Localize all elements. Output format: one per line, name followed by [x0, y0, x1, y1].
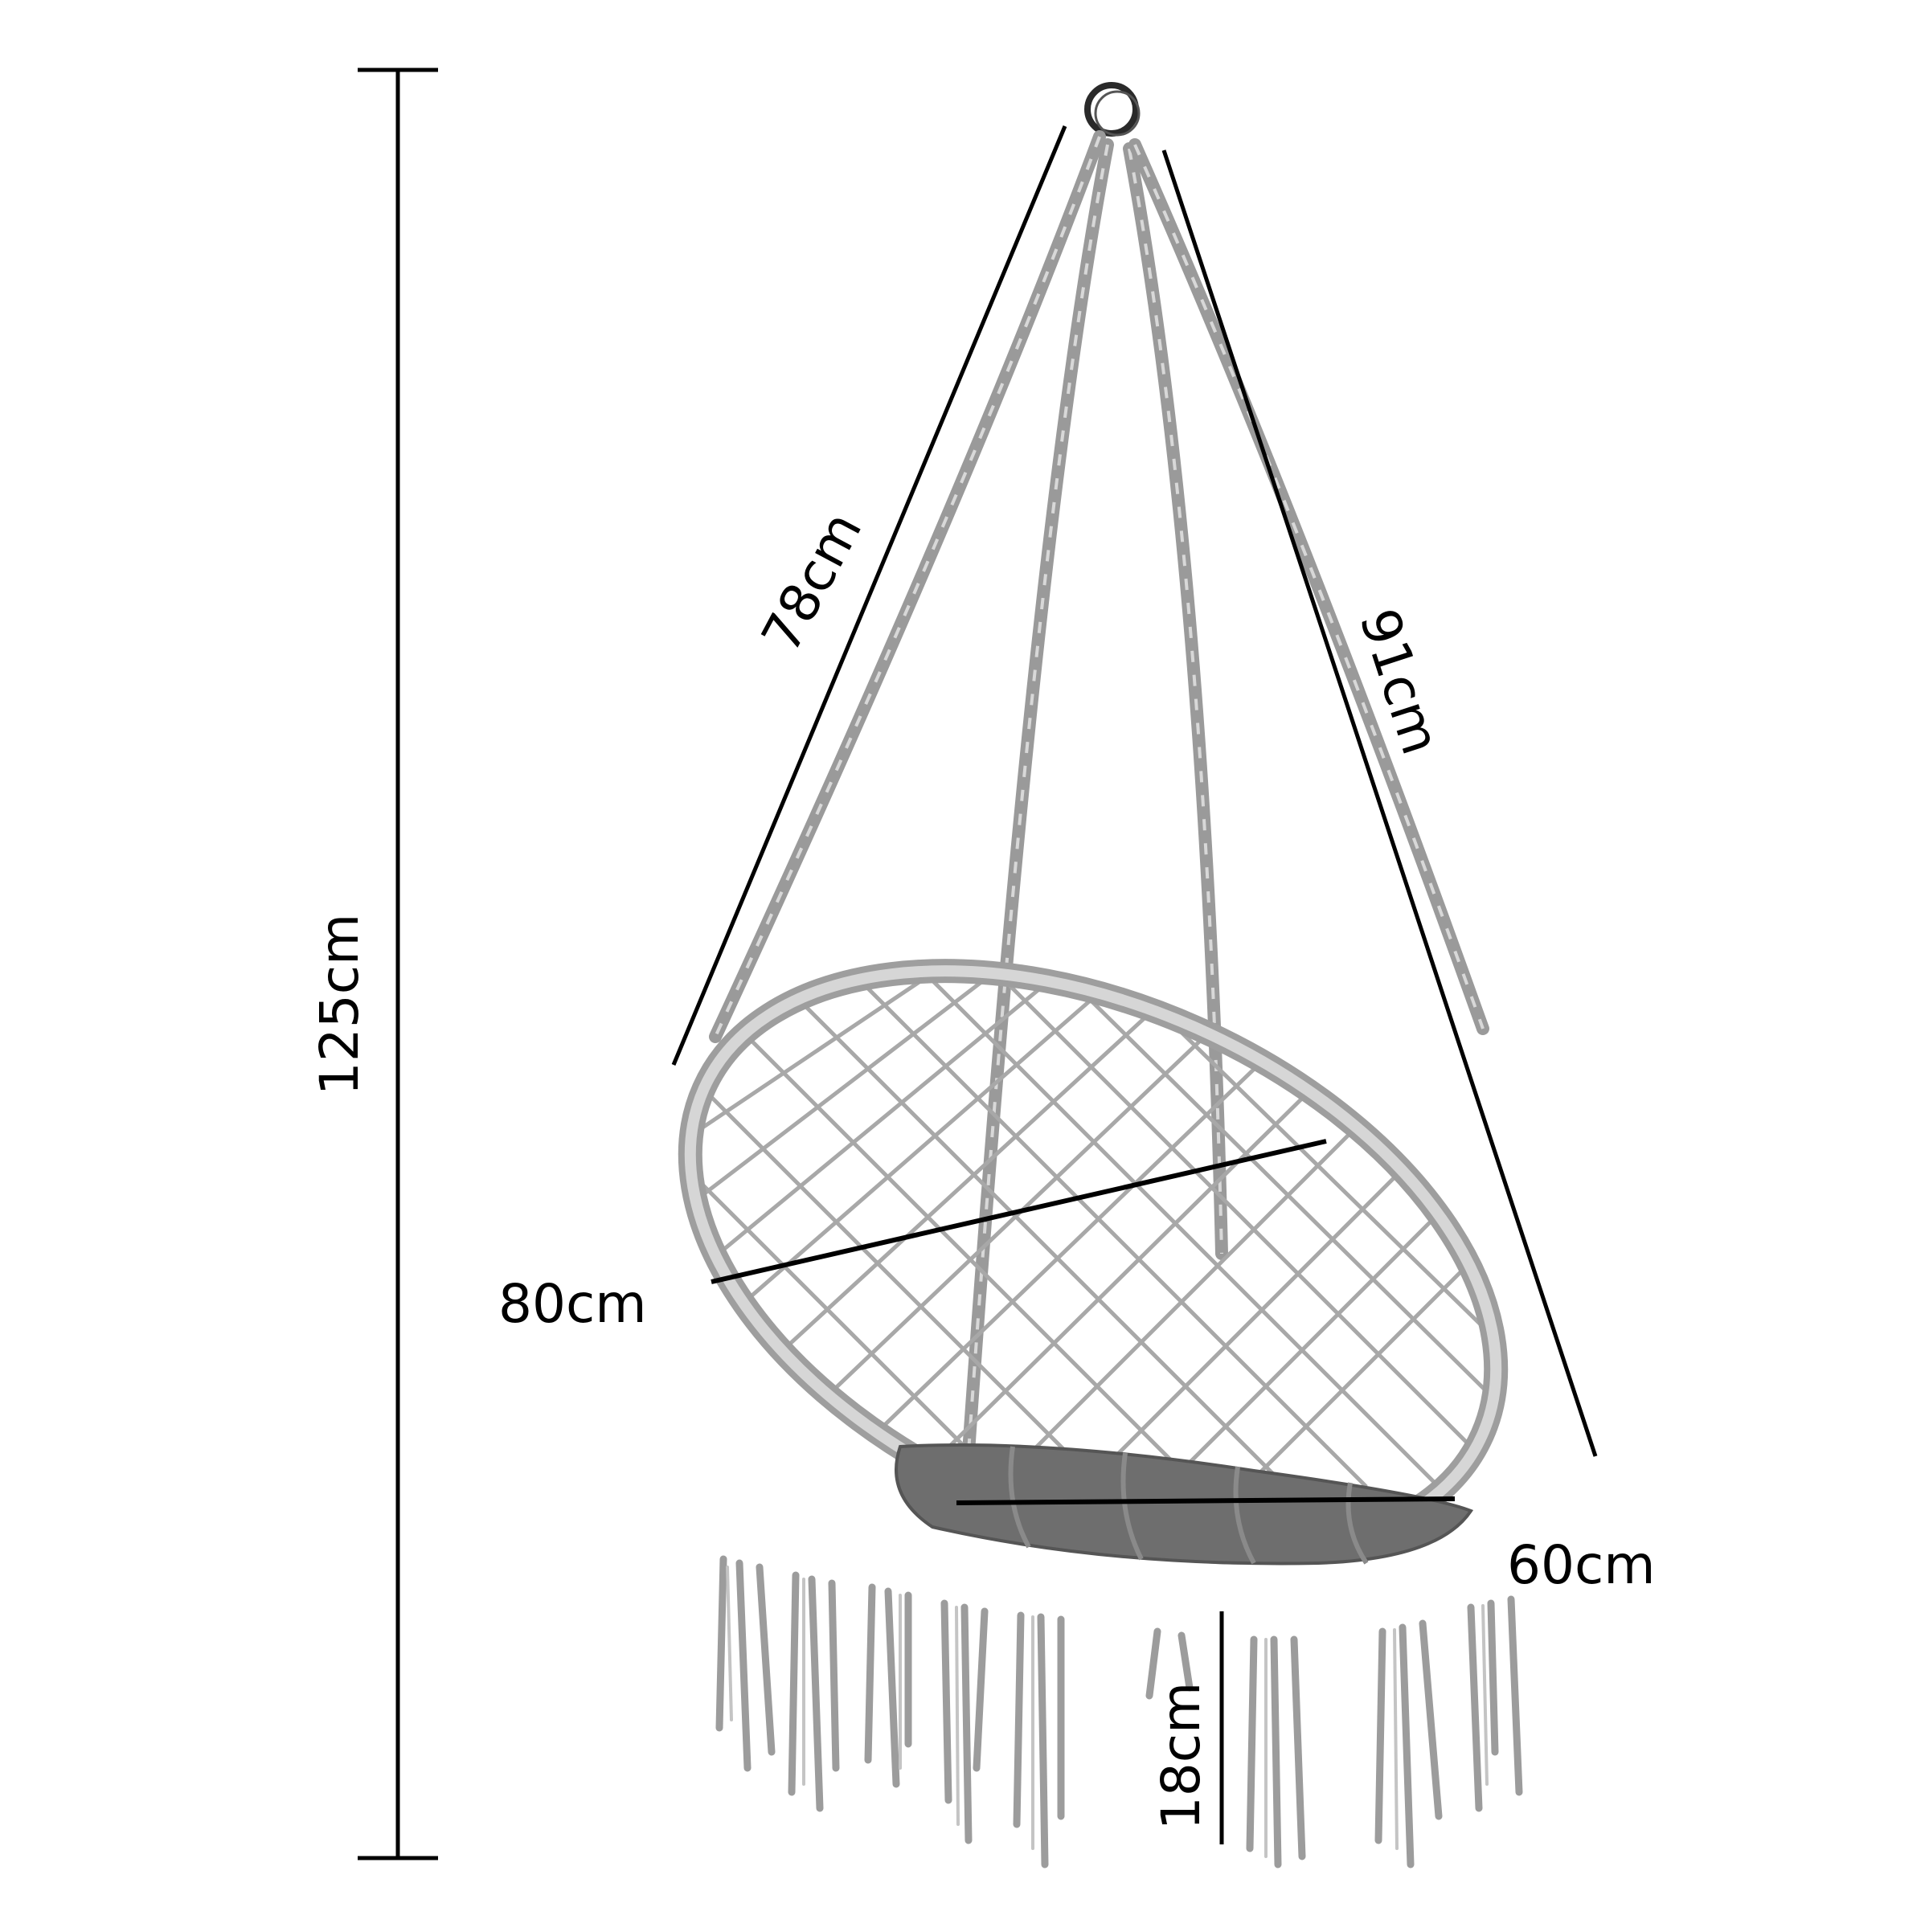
tassel-length-dimension: 18cm — [1150, 1611, 1224, 1844]
seat-cushion — [895, 1443, 1474, 1566]
tassels — [715, 1555, 1523, 1869]
seat-width-label: 60cm — [1507, 1534, 1656, 1596]
total-height-dimension: 125cm — [309, 68, 438, 1860]
tassel-length-label: 18cm — [1150, 1682, 1212, 1831]
hoop-diameter-dimension: 80cm — [498, 1139, 1327, 1335]
total-height-label: 125cm — [309, 914, 371, 1096]
right-rope-label: 91cm — [1347, 601, 1452, 761]
ropes — [709, 130, 1489, 1517]
right-rope-dimension: 91cm — [1161, 149, 1598, 1457]
left-rope-label: 78cm — [750, 502, 874, 662]
hanging-ring-icon — [1084, 82, 1141, 137]
seat-width-dimension: 60cm — [956, 1496, 1656, 1596]
hoop-diameter-label: 80cm — [498, 1273, 647, 1335]
